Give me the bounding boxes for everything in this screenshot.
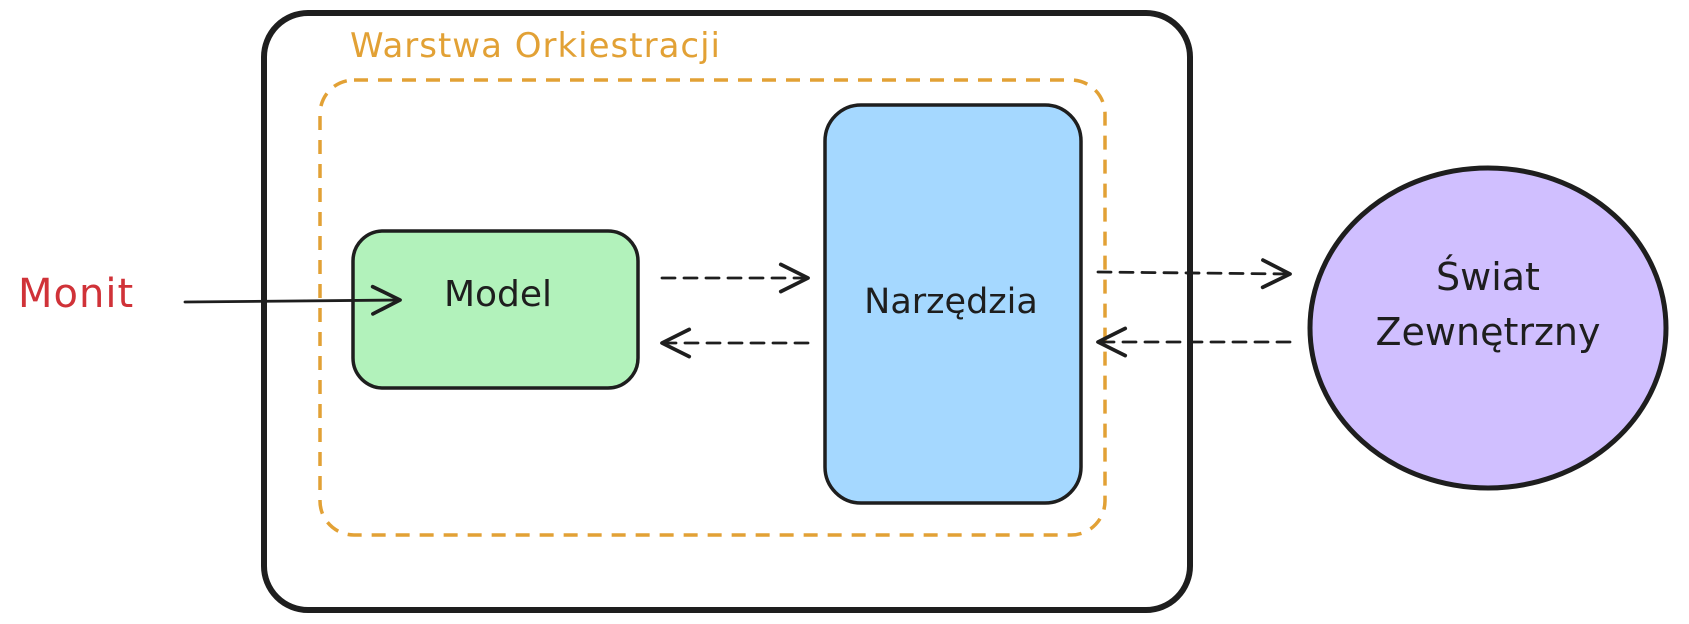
- external-world-label-line2: Zewnętrzny: [1375, 310, 1601, 355]
- external-world-circle: [1307, 165, 1669, 491]
- input-label: Monit: [18, 271, 135, 317]
- external-world-label: Świat Zewnętrzny: [1310, 250, 1666, 360]
- model-label: Model: [443, 274, 553, 315]
- tools-label: Narzędzia: [864, 282, 1038, 322]
- input-arrow: [183, 284, 402, 316]
- model-box: [351, 229, 640, 390]
- orchestration-layer-frame: [318, 78, 1107, 537]
- tools-box: [823, 103, 1083, 505]
- orchestration-layer-label: Warstwa Orkiestracji: [350, 26, 721, 66]
- external-world-label-line1: Świat: [1436, 255, 1540, 299]
- tools-to-world-arrow: [1096, 258, 1292, 290]
